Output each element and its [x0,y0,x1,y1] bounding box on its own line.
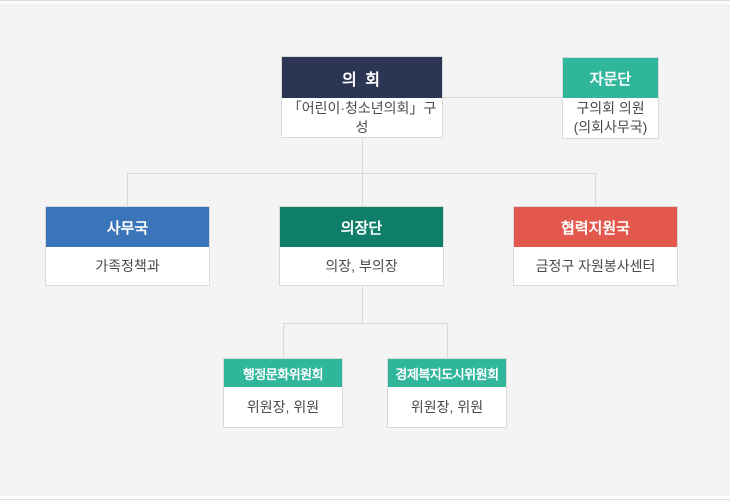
org-node-advisory-group-title: 자문단 [563,58,658,98]
org-node-economy-welfare-city-committee-title: 경제복지도시위원회 [388,359,506,387]
org-node-secretariat: 사무국 가족정책과 [45,206,210,286]
org-node-cooperation-bureau-title: 협력지원국 [514,207,677,247]
org-node-council-body: 「어린이·청소년의회」구성 [282,98,442,137]
org-node-council-title: 의 회 [282,57,442,98]
org-node-council: 의 회 「어린이·청소년의회」구성 [281,56,443,138]
org-node-secretariat-body: 가족정책과 [46,247,209,285]
connector-drop-secretariat [127,173,128,206]
connector-row3-horizontal [283,323,447,324]
org-node-economy-welfare-city-committee-body: 위원장, 위원 [388,387,506,427]
connector-row2-horizontal [127,173,596,174]
connector-drop-chair-group [362,173,363,206]
connector-drop-admin-committee [283,323,284,358]
org-node-advisory-group: 자문단 구의회 의원 (의회사무국) [562,57,659,139]
org-node-cooperation-bureau: 협력지원국 금정구 자원봉사센터 [513,206,678,286]
connector-drop-cooperation [595,173,596,206]
connector-council-advisory [443,97,562,98]
connector-drop-econ-committee [447,323,448,358]
org-node-admin-culture-committee-body: 위원장, 위원 [224,387,342,427]
org-node-admin-culture-committee: 행정문화위원회 위원장, 위원 [223,358,343,428]
org-node-chair-group-body: 의장, 부의장 [280,247,443,285]
connector-chair-group-down [362,286,363,323]
org-node-chair-group: 의장단 의장, 부의장 [279,206,444,286]
org-node-cooperation-bureau-body: 금정구 자원봉사센터 [514,247,677,285]
org-node-advisory-group-body: 구의회 의원 (의회사무국) [563,98,658,138]
org-node-admin-culture-committee-title: 행정문화위원회 [224,359,342,387]
org-node-chair-group-title: 의장단 [280,207,443,247]
connector-council-down [362,138,363,173]
org-node-secretariat-title: 사무국 [46,207,209,247]
panel-top-edge [0,0,730,4]
org-node-economy-welfare-city-committee: 경제복지도시위원회 위원장, 위원 [387,358,507,428]
panel-bottom-edge [0,496,730,500]
